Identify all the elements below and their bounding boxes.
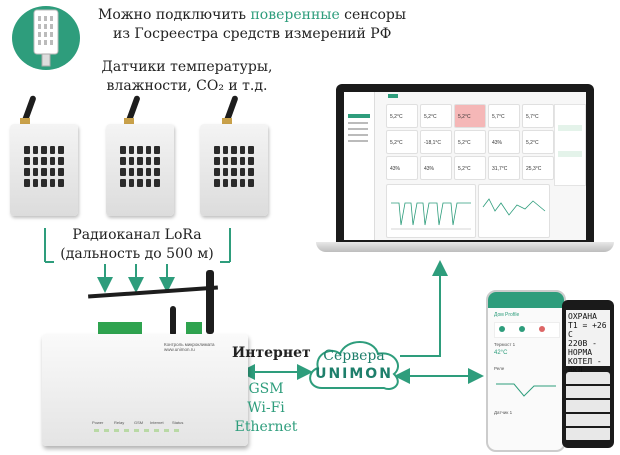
lcd-line-1: ОХРАНА bbox=[568, 312, 597, 321]
dashboard-chart-1 bbox=[386, 184, 476, 238]
dashboard-card-value: 5,2°C bbox=[458, 166, 471, 172]
feature-phone-screen: ОХРАНА T1 = +26 C 220В - НОРМА КОТЕЛ - В… bbox=[566, 310, 610, 375]
antenna-connector bbox=[124, 118, 134, 126]
feature-phone: ОХРАНА T1 = +26 C 220В - НОРМА КОТЕЛ - В… bbox=[562, 300, 614, 448]
sensors-caption: Датчики температуры, влажности, CO₂ и т.… bbox=[92, 58, 282, 96]
header-line1-highlight: поверенные bbox=[250, 7, 340, 23]
dashboard-card-value: 5,2°C bbox=[458, 114, 471, 120]
phone-header bbox=[488, 292, 564, 308]
lcd-line-3: 220В - НОРМА bbox=[568, 339, 597, 357]
channel-ethernet: Ethernet bbox=[234, 419, 298, 435]
dashboard-card-value: 5,7°C bbox=[526, 114, 539, 120]
lcd-line-2: T1 = +26 C bbox=[568, 321, 607, 339]
gateway-led-row: Power Relay GSM Internet Status bbox=[92, 420, 242, 436]
channel-wifi: Wi-Fi bbox=[247, 400, 285, 416]
phone-reading: 42°C bbox=[494, 350, 508, 356]
cloud-icon bbox=[309, 341, 399, 390]
dashboard-card-value: 5,2°C bbox=[390, 140, 403, 146]
dashboard-card-value: 31,7°C bbox=[492, 166, 508, 172]
cloud-line1: Сервера bbox=[323, 348, 385, 364]
gateway-antenna-left-icon bbox=[170, 306, 176, 336]
dashboard: 5,2°C 5,2°C 5,2°C 5,7°C 5,7°C 5,2°C -18,1°C 5,2… bbox=[344, 92, 586, 240]
laptop-base bbox=[316, 242, 614, 252]
channels-list: GSM Wi-Fi Ethernet bbox=[226, 380, 306, 437]
phone-status-row bbox=[494, 322, 560, 338]
terminal-block-left bbox=[98, 322, 142, 336]
dashboard-card-value: 43% bbox=[390, 166, 401, 172]
dashboard-card-value: 5,2°C bbox=[458, 140, 471, 146]
dashboard-sidebar bbox=[344, 92, 375, 240]
dashboard-chart-2 bbox=[478, 184, 550, 238]
dashboard-card[interactable]: 25,3°C bbox=[522, 156, 554, 180]
phone-section-1: Термост 1 bbox=[494, 342, 516, 347]
radio-caption: Радиоканал LoRa (дальность до 500 м) bbox=[54, 226, 220, 264]
lcd-line-4: КОТЕЛ - ВКЛ bbox=[568, 357, 602, 375]
gateway-label: Контроль микроклимата www.unimon.ru bbox=[164, 342, 215, 352]
dashboard-card[interactable]: 5,7°C bbox=[522, 104, 554, 128]
dashboard-card-value: 43% bbox=[492, 140, 503, 146]
dashboard-card-value: 5,2°C bbox=[390, 114, 403, 120]
dashboard-card-value: 25,3°C bbox=[526, 166, 542, 172]
dashboard-alerts bbox=[554, 104, 586, 186]
dashboard-card[interactable]: -18,1°C bbox=[420, 130, 452, 154]
dashboard-card[interactable]: 5,2°C bbox=[386, 104, 418, 128]
header-line1-pre: Можно подключить bbox=[98, 7, 251, 23]
led-label-gsm: GSM bbox=[134, 420, 144, 425]
laptop-screen: 5,2°C 5,2°C 5,2°C 5,7°C 5,7°C 5,2°C -18,1°C 5,2… bbox=[336, 84, 594, 242]
cloud-servers: Сервера UNIMON bbox=[304, 334, 404, 398]
header-line2: из Госреестра средств измерений РФ bbox=[113, 26, 392, 42]
sensors-caption-line1: Датчики температуры, bbox=[101, 59, 273, 75]
sensors-caption-line2: влажности, CO₂ и т.д. bbox=[106, 78, 268, 94]
dashboard-card-value: 43% bbox=[424, 166, 435, 172]
dashboard-card[interactable]: 43% bbox=[386, 156, 418, 180]
dashboard-card[interactable]: 31,7°C bbox=[488, 156, 520, 180]
header-line1-post: сенсоры bbox=[339, 7, 407, 23]
dashboard-card-value: 5,2°C bbox=[526, 140, 539, 146]
terminal-block-right bbox=[186, 322, 202, 336]
dashboard-card[interactable]: 5,2°C bbox=[454, 156, 486, 180]
internet-label: Интернет bbox=[232, 345, 311, 361]
dashboard-card[interactable]: 43% bbox=[420, 156, 452, 180]
dashboard-card[interactable]: 5,2°C bbox=[454, 130, 486, 154]
led-label-relay: Relay bbox=[114, 420, 125, 425]
phone-section-2: Реле bbox=[494, 366, 505, 371]
registry-sensor-icon bbox=[10, 4, 82, 70]
phone-title: Дом Profile bbox=[494, 312, 520, 318]
header-line1: Можно подключить поверенные сенсоры bbox=[98, 6, 418, 25]
dashboard-card[interactable]: 43% bbox=[488, 130, 520, 154]
phone-chart bbox=[496, 383, 556, 397]
smartphone: Дом Profile Термост 1 42°C Реле Датчик 1 bbox=[486, 290, 566, 452]
radio-caption-line1: Радиоканал LoRa bbox=[72, 227, 202, 243]
dashboard-card-value: -18,1°C bbox=[424, 140, 442, 146]
dashboard-card[interactable]: 5,2°C bbox=[420, 104, 452, 128]
dashboard-card-value: 5,7°C bbox=[492, 114, 505, 120]
antenna-connector bbox=[20, 118, 30, 126]
led-label-status: Status bbox=[172, 420, 184, 425]
cloud-brand: UNIMON bbox=[315, 366, 393, 382]
dashboard-card[interactable]: 5,2°C bbox=[454, 104, 486, 128]
phone-section-3: Датчик 1 bbox=[494, 410, 513, 415]
antenna-connector bbox=[222, 118, 232, 126]
led-indicators bbox=[94, 429, 184, 432]
dashboard-card[interactable]: 5,2°C bbox=[386, 130, 418, 154]
feature-phone-keypad bbox=[566, 372, 610, 442]
dashboard-card-value: 5,2°C bbox=[424, 114, 437, 120]
gateway-antenna-right-icon bbox=[206, 270, 214, 334]
radio-caption-line2: (дальность до 500 м) bbox=[60, 246, 214, 262]
led-label-internet: Internet bbox=[150, 420, 164, 425]
dashboard-card[interactable]: 5,7°C bbox=[488, 104, 520, 128]
dashboard-card[interactable]: 5,2°C bbox=[522, 130, 554, 154]
channel-gsm: GSM bbox=[248, 381, 284, 397]
led-label-power: Power bbox=[92, 420, 104, 425]
